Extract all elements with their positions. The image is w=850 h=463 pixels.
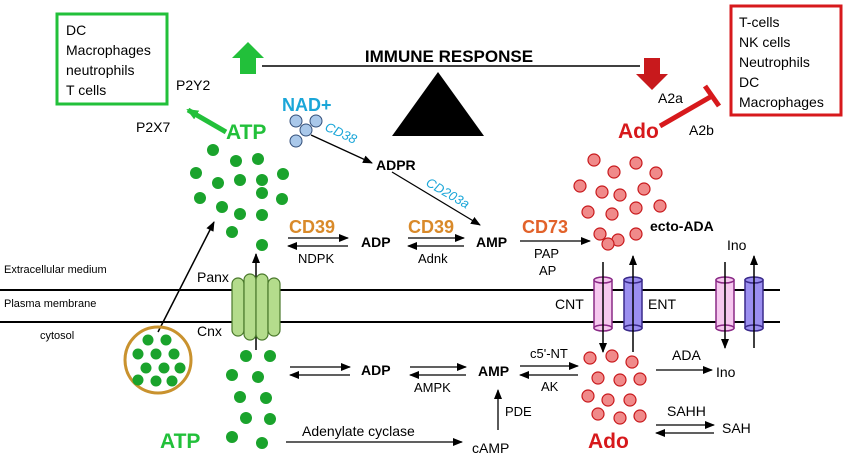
cd73-label: CD73 — [522, 217, 568, 237]
ak-label: AK — [541, 379, 559, 394]
cnt-label: CNT — [555, 296, 584, 312]
left-box-item: neutrophils — [66, 62, 135, 78]
sah-label: SAH — [722, 420, 751, 436]
left-immune-box-list: DC Macrophages neutrophils T cells — [66, 20, 151, 100]
extracellular-ado-dots — [573, 153, 667, 251]
ado-extracellular-label: Ado — [618, 120, 659, 143]
right-box-item: Neutrophils — [739, 54, 810, 70]
adnk-label: Adnk — [418, 251, 448, 266]
transporter-arrows — [599, 255, 758, 353]
ino-extracellular-label: Ino — [727, 237, 747, 253]
amp-extracellular-label: AMP — [476, 234, 507, 250]
atp-vesicle — [123, 325, 193, 395]
ada-label: ADA — [672, 347, 701, 363]
receptor-p2x7-label: P2X7 — [136, 119, 170, 135]
ndpk-label: NDPK — [298, 251, 334, 266]
right-box-item: DC — [739, 74, 760, 90]
cd39-label-1: CD39 — [289, 217, 335, 237]
panx-label: Panx — [197, 269, 229, 285]
nad-dots — [289, 114, 323, 148]
plasma-membrane-label: Plasma membrane — [4, 298, 96, 310]
cnx-label: Cnx — [197, 323, 222, 339]
left-immune-box — [55, 12, 169, 106]
left-box-item: T cells — [66, 82, 107, 98]
vesicle-release-arrow — [157, 221, 215, 333]
left-box-item: Macrophages — [66, 42, 151, 58]
ado-inhibition-line — [658, 93, 714, 129]
balance-triangle — [392, 72, 484, 136]
pde-label: PDE — [505, 404, 532, 419]
adp-intracellular-label: ADP — [361, 362, 391, 378]
c5nt-label: c5'-NT — [530, 346, 568, 361]
ado-intracellular-label: Ado — [588, 430, 629, 453]
nad-label: NAD+ — [282, 95, 332, 115]
up-arrow-icon — [232, 42, 264, 74]
vesicle-atp-dots — [132, 334, 186, 387]
down-arrow-icon — [636, 58, 668, 90]
extracellular-reaction-arrows — [287, 234, 591, 250]
immune-response-title: IMMUNE RESPONSE — [365, 47, 533, 66]
intracellular-reaction-arrows — [286, 362, 715, 446]
extracellular-medium-label: Extracellular medium — [4, 264, 107, 276]
ampk-label: AMPK — [414, 380, 451, 395]
atp-extracellular-label: ATP — [226, 121, 266, 144]
intracellular-ado-dots — [581, 349, 647, 425]
right-box-item: NK cells — [739, 34, 791, 50]
extracellular-atp-dots — [190, 144, 289, 251]
sahh-label: SAHH — [667, 403, 706, 419]
cd39-label-2: CD39 — [408, 217, 454, 237]
right-immune-box-list: T-cells NK cells Neutrophils DC Macropha… — [739, 12, 824, 112]
cytosol-label: cytosol — [40, 330, 74, 342]
pap-label: PAP — [534, 246, 559, 261]
ent-label: ENT — [648, 296, 676, 312]
cd203a-arrow — [391, 171, 481, 226]
intracellular-atp-dots — [226, 350, 276, 449]
right-box-item: T-cells — [739, 14, 780, 30]
ecto-ada-label: ecto-ADA — [650, 218, 714, 234]
receptor-a2a-label: A2a — [658, 90, 683, 106]
receptor-a2b-label: A2b — [689, 122, 714, 138]
atp-intracellular-label: ATP — [160, 430, 200, 453]
adpr-label: ADPR — [376, 157, 416, 173]
amp-intracellular-label: AMP — [478, 363, 509, 379]
ap-label: AP — [539, 263, 556, 278]
adenylate-cyclase-label: Adenylate cyclase — [302, 423, 415, 439]
left-box-item: DC — [66, 22, 87, 38]
adp-extracellular-label: ADP — [361, 234, 391, 250]
panx-cnx-channel — [231, 273, 281, 341]
ino-intracellular-label: Ino — [716, 364, 736, 380]
right-box-item: Macrophages — [739, 94, 824, 110]
receptor-p2y2-label: P2Y2 — [176, 77, 210, 93]
right-immune-box — [729, 4, 843, 117]
camp-label: cAMP — [472, 440, 509, 456]
ado-inhibition-bar — [702, 84, 722, 108]
atp-receptor-arrow — [186, 107, 228, 135]
cd38-arrow — [310, 134, 373, 164]
